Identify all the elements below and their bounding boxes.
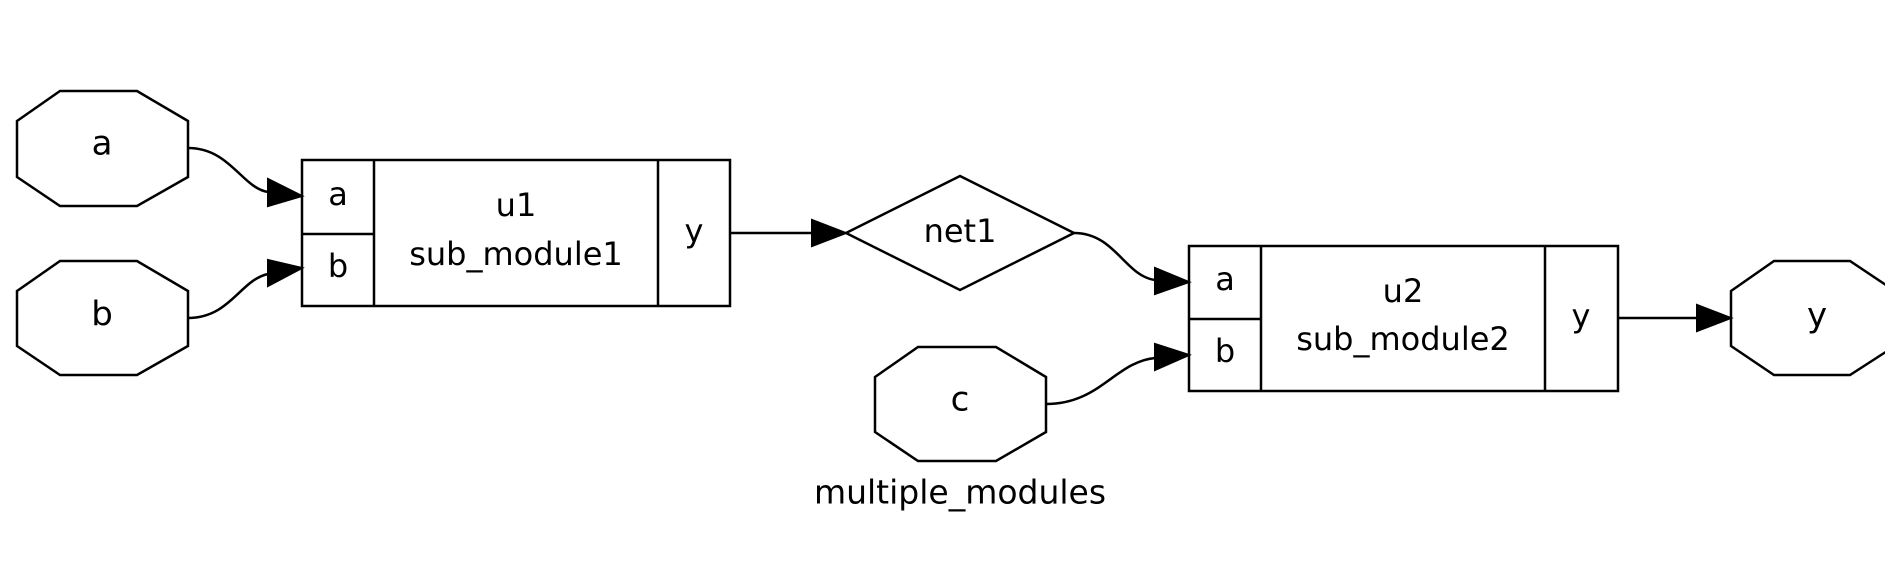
net1-node: net1: [843, 174, 1077, 292]
input-port-b: b: [15, 259, 190, 377]
u1-port-b-label: b: [328, 247, 348, 285]
u2-port-y-label: y: [1572, 297, 1591, 335]
u2-port-a-label: a: [1215, 260, 1235, 298]
edge-a-to-u1a: [187, 146, 305, 208]
edge-u2y-to-y: [1618, 303, 1734, 333]
u2-port-b-label: b: [1215, 332, 1235, 370]
u1-instance-name: u1: [496, 186, 537, 224]
output-port-y: y: [1729, 259, 1885, 377]
instance-u2: a b u2 sub_module2 y: [1187, 244, 1620, 393]
edge-b-to-u1b: [187, 258, 305, 320]
u1-port-a-label: a: [328, 175, 348, 213]
u2-module-type: sub_module2: [1296, 320, 1510, 358]
edge-net1-to-u2a: [1073, 231, 1192, 296]
u1-port-y-label: y: [685, 212, 704, 250]
input-port-a: a: [15, 89, 190, 208]
net1-label: net1: [924, 212, 997, 250]
input-port-c-label: c: [951, 380, 970, 420]
u2-instance-name: u2: [1383, 272, 1424, 310]
instance-u1: a b u1 sub_module1 y: [300, 158, 732, 308]
u1-module-type: sub_module1: [409, 235, 623, 273]
input-port-a-label: a: [92, 124, 113, 164]
input-port-c: c: [873, 345, 1048, 463]
edge-c-to-u2b: [1045, 342, 1192, 406]
diagram-caption: multiple_modules: [814, 473, 1106, 512]
edge-u1y-to-net1: [730, 218, 849, 248]
input-port-b-label: b: [91, 295, 113, 335]
output-port-y-label: y: [1807, 296, 1827, 336]
